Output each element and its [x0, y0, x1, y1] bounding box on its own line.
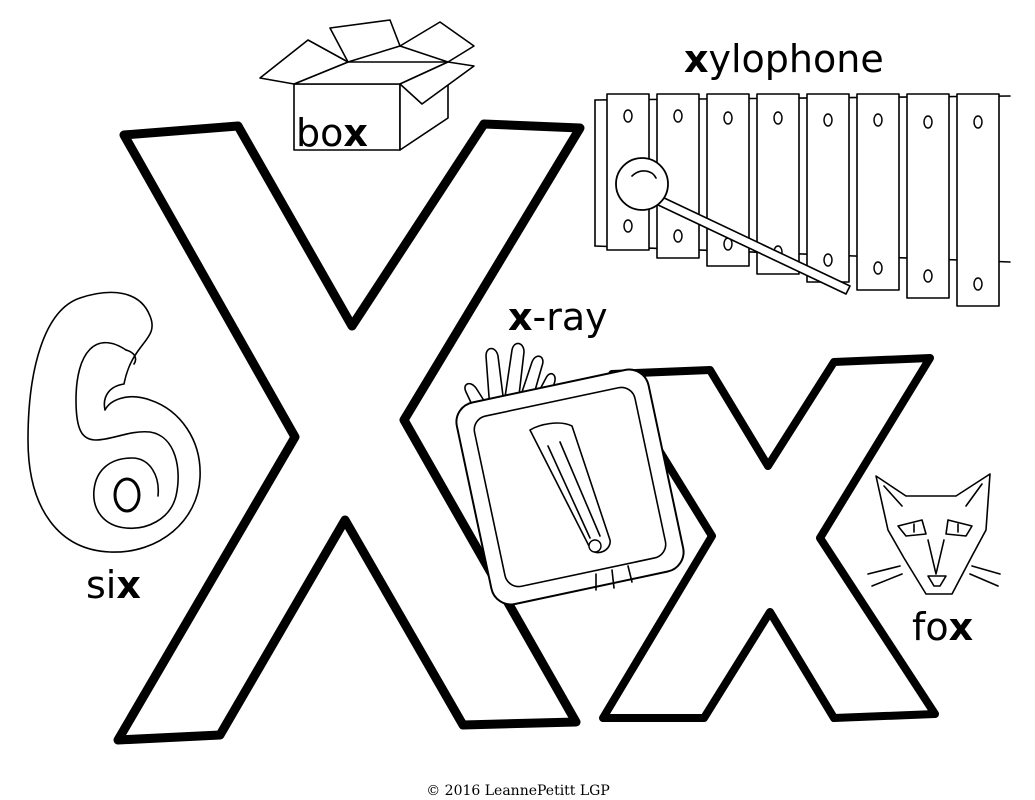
word-box: box	[296, 111, 368, 155]
word-xray: x-ray	[508, 295, 608, 339]
lowercase-x-outline	[599, 354, 939, 722]
word-six: six	[86, 563, 141, 607]
copyright-notice: © 2016 LeannePetitt LGP	[426, 783, 610, 799]
word-fox: fox	[912, 605, 973, 649]
word-xylophone: xylophone	[684, 37, 884, 81]
xray-hand-drawing	[455, 342, 685, 606]
fox-face-drawing	[867, 473, 1001, 595]
xylophone-drawing	[594, 93, 1011, 307]
uppercase-x-outline	[113, 119, 585, 745]
box-drawing	[259, 19, 475, 151]
number-six-drawing	[27, 291, 201, 553]
